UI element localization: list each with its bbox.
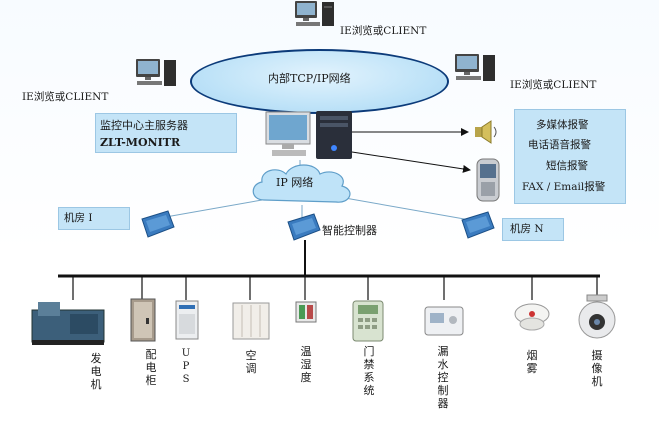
alarm-fax-email: FAX / Email报警 — [522, 181, 606, 193]
server-label-box — [95, 113, 237, 153]
alarm-sms: 短信报警 — [546, 160, 588, 172]
smoke-detector-icon — [514, 303, 550, 331]
power-cabinet-icon — [130, 298, 156, 342]
device-label-humidity: 温湿度 — [300, 345, 312, 384]
ip-network-label: IP 网络 — [276, 176, 314, 189]
server-name: 监控中心主服务器 — [100, 119, 188, 132]
alarm-multimedia: 多媒体报警 — [536, 119, 589, 131]
device-label-smoke: 烟雾 — [526, 349, 538, 375]
access-control-icon — [352, 300, 384, 342]
room-n-label-box — [502, 218, 564, 241]
water-leak-icon — [424, 306, 464, 336]
air-conditioner-icon — [232, 302, 270, 340]
device-label-air-conditioner: 空调 — [245, 349, 257, 375]
arrow-to-phone — [351, 151, 471, 173]
intranet-label: 内部TCP/IP网络 — [268, 72, 351, 85]
controller-center-icon — [287, 213, 321, 241]
room-1-label: 机房 I — [64, 212, 93, 224]
device-label-water-leak: 漏水控制器 — [437, 345, 449, 410]
controller-right-icon — [461, 211, 495, 239]
device-label-power-cabinet: 配电柜 — [145, 348, 157, 387]
ip-network-cloud — [252, 164, 351, 203]
device-label-ups: UPS — [181, 348, 191, 385]
room-1-label-box — [58, 207, 130, 230]
intranet-ellipse — [190, 49, 449, 114]
humidity-sensor-icon — [295, 301, 317, 323]
speaker-icon — [475, 120, 497, 144]
generator-icon — [31, 302, 105, 345]
camera-icon — [578, 294, 616, 339]
alarm-voice: 电话语音报警 — [528, 139, 591, 151]
device-label-generator: 发电机 — [90, 352, 102, 391]
mobile-phone-icon — [476, 158, 500, 202]
device-label-access-control: 门禁系统 — [363, 345, 375, 397]
controller-left-icon — [141, 210, 175, 238]
server-model: ZLT-MONITR — [100, 136, 181, 149]
client-computer-right-icon — [455, 54, 495, 81]
room-n-label: 机房 N — [510, 223, 544, 235]
ups-icon — [175, 300, 199, 340]
alarm-panel — [514, 109, 626, 204]
client-left-label: IE浏览或CLIENT — [22, 91, 109, 103]
client-top-label: IE浏览或CLIENT — [340, 25, 427, 37]
client-computer-left-icon — [136, 59, 176, 86]
client-right-label: IE浏览或CLIENT — [510, 79, 597, 91]
device-label-camera: 摄像机 — [591, 349, 603, 388]
smart-controller-label: 智能控制器 — [322, 224, 377, 237]
server-computer-icon — [265, 111, 352, 159]
client-computer-top-icon — [295, 1, 334, 26]
